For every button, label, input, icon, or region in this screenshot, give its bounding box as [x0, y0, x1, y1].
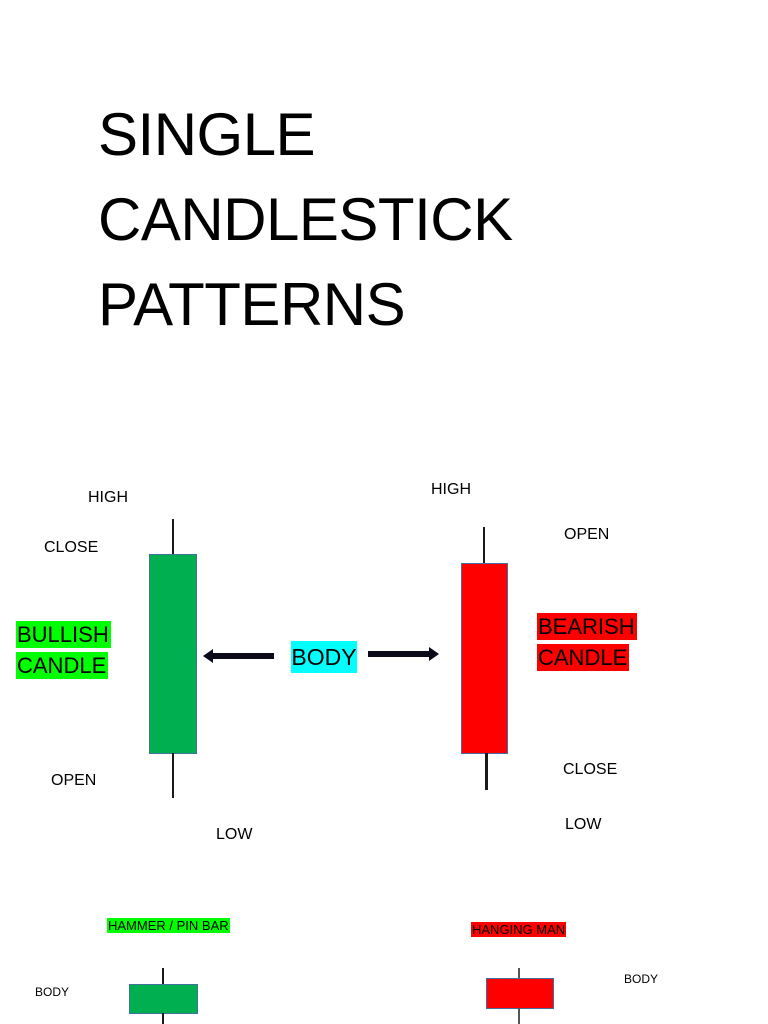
bearish-lower-wick: [485, 753, 488, 790]
title-line-2: CANDLESTICK: [98, 186, 513, 253]
hanging-man-candle-body: [486, 978, 554, 1009]
bearish-candle-body: [461, 563, 508, 754]
bearish-low-label: LOW: [565, 816, 602, 833]
title-line-3: PATTERNS: [98, 271, 406, 338]
hanging-man-body-label: BODY: [624, 972, 659, 986]
hanging-man-pattern-title: HANGING MAN: [471, 922, 567, 937]
bearish-open-label: OPEN: [564, 526, 610, 543]
bullish-candle-label-line-2: CANDLE: [16, 652, 109, 679]
bullish-upper-wick: [172, 519, 174, 555]
bearish-candle-label-line-2: CANDLE: [537, 644, 630, 671]
hammer-pattern-title: HAMMER / PIN BAR: [107, 918, 230, 933]
right-arrow-head-icon: [429, 647, 439, 661]
left-arrow-head-icon: [203, 649, 213, 663]
hanging-man-lower-wick: [518, 1008, 520, 1024]
hanging-man-upper-wick: [518, 968, 520, 979]
bearish-candle-label-line-1: BEARISH: [537, 613, 637, 640]
left-arrow-shaft: [212, 653, 274, 659]
hammer-lower-wick: [162, 1013, 164, 1024]
bullish-low-label: LOW: [216, 826, 253, 843]
bearish-high-label: HIGH: [431, 481, 471, 498]
bearish-close-label: CLOSE: [563, 761, 618, 778]
hammer-body-label: BODY: [35, 985, 70, 999]
hammer-upper-wick: [162, 968, 164, 984]
right-arrow-shaft: [368, 651, 430, 657]
title-line-1: SINGLE: [98, 101, 316, 168]
hammer-candle-body: [129, 984, 198, 1014]
bullish-high-label: HIGH: [88, 489, 128, 506]
bullish-open-label: OPEN: [51, 772, 97, 789]
bullish-lower-wick: [172, 753, 174, 798]
bullish-candle-label-line-1: BULLISH: [16, 621, 111, 648]
bullish-candle-body: [149, 554, 197, 754]
bearish-upper-wick: [483, 527, 485, 564]
body-label: BODY: [291, 641, 357, 673]
bullish-close-label: CLOSE: [44, 539, 99, 556]
page-title: SINGLE CANDLESTICK PATTERNS: [98, 92, 513, 347]
